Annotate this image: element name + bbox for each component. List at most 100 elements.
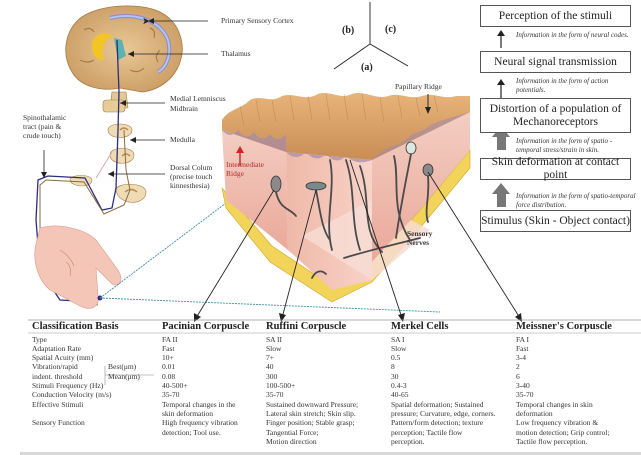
label-papillary-ridge: Papillary Ridge (395, 82, 442, 91)
label-thalamus: Thalamus (221, 49, 251, 58)
label-intermediate-ridge-line1: Intermediate (226, 160, 264, 169)
hand-illustration (34, 225, 122, 309)
table-cell-effective-stimuli: skin deformation (162, 408, 214, 418)
table-cell-sensory-function: perception; Tactile flow (391, 427, 463, 437)
table-cell: Fast (162, 343, 175, 353)
table-cell-effective-stimuli: deformation (516, 408, 553, 418)
table-cell-sensory-function: Tactile flow perception. (516, 436, 588, 446)
table-header-pacinian: Pacinian Corpuscle (162, 321, 250, 332)
table-cell: 40-500+ (162, 381, 188, 390)
table-cell: 40 (266, 362, 274, 372)
brain-arrowheads (41, 18, 154, 178)
brain-label-leaders (43, 17, 208, 176)
table-cell: 0.4-3 (391, 381, 407, 390)
label-medial-lemniscus: Medial Lemniscus (170, 94, 226, 103)
label-spinothalamic-line3: crude touch) (23, 131, 61, 140)
table-cell: 35-70 (162, 390, 180, 400)
label-medulla: Medulla (170, 135, 195, 144)
table-cell-sensory-function: perception. (391, 436, 425, 446)
table-row-label: indent. threshold (32, 371, 83, 381)
table-cell: 35-70 (516, 390, 534, 400)
table-cell-sensory-function: Pattern/form detection; texture (391, 418, 484, 428)
label-intermediate-ridge: Intermediate Ridge (226, 160, 264, 178)
table-header-classification: Classification Basis (32, 321, 119, 332)
table-cell: 300 (266, 371, 278, 381)
table-cell-effective-stimuli: pressure; Curvature, edge, corners. (391, 408, 496, 418)
table-cell-sensory-function: detection; Tool use. (162, 427, 221, 437)
label-spinothalamic-tract: Spinothalamic tract (pain & crude touch) (23, 113, 66, 140)
table-cell: FA II (162, 334, 178, 344)
table-row-sublabel: Best(μm) (108, 362, 137, 372)
table-cell: Fast (516, 343, 529, 353)
label-dorsal-column-line2: (precise touch (170, 172, 213, 181)
table-cell-effective-stimuli: Spatial deformation; Sustained (391, 399, 484, 409)
panel-label-b: (b) (342, 25, 355, 36)
table-row-label: Spatial Acuity (mm) (32, 353, 94, 363)
table-cell-sensory-function: Finger position; Stable grasp; (266, 418, 355, 428)
label-midbrain: Midbrain (170, 104, 198, 113)
flow-info-force-distribution: Information in the form of spatio-tempor… (516, 192, 636, 209)
label-dorsal-column: Dorsal Colum (precise touch kinnesthesia… (170, 163, 212, 190)
table-cell: 100-500+ (266, 381, 296, 390)
label-intermediate-ridge-line2: Ridge (226, 169, 244, 178)
flow-info-action-potentials: Information in the form of action potent… (516, 77, 609, 94)
table-row-label: Vibration/rapid (32, 362, 78, 372)
flow-box-distortion: Distortion of a population of Mechanorec… (480, 98, 631, 133)
table-bottom-bar (20, 452, 641, 455)
table-cell-effective-stimuli: Lateral skin stretch; Skin slip. (266, 408, 356, 418)
corpuscle-pointers (195, 159, 521, 319)
table-cell-sensory-function: Motion direction (266, 436, 317, 446)
table-header-ruffini: Ruffini Corpuscle (266, 321, 347, 332)
label-sensory-nerves-line1: Sensory (407, 229, 433, 238)
callout-line-lower (99, 297, 441, 313)
table-row-label: Adaptation Rate (32, 343, 81, 353)
table-cell: 30 (391, 371, 399, 381)
label-primary-sensory-cortex: Primary Sensory Cortex (221, 16, 294, 25)
table-cell: 3-4 (516, 353, 526, 363)
table-row-sublabel: Mean(μm) (108, 371, 140, 381)
label-spinothalamic-line2: tract (pain & (23, 122, 62, 131)
table-cell-effective-stimuli: Sustained downward Pressure; (266, 399, 359, 409)
table-cell-sensory-function: Low frequency vibration & (516, 418, 599, 428)
table-cell: 40-65 (391, 390, 409, 400)
label-sensory-nerves-line2: Nerves (407, 238, 430, 247)
table-cell: SA II (266, 334, 283, 344)
label-sensory-nerves: Sensory Nerves (407, 229, 432, 247)
table-cell-sensory-function: motion detection; Grip control; (516, 427, 610, 437)
table-row-label: Stimuli Frequency (Hz) (32, 381, 104, 390)
table-cell-sensory-function: Tangential Force; (266, 427, 319, 437)
skin-block-illustration (221, 93, 471, 303)
flow-box-stimulus: Stimulus (Skin - Object contact) (480, 210, 631, 232)
table-cell: 6 (516, 371, 520, 381)
flow-info-neural-codes: Information in the form of neural codes. (516, 31, 629, 39)
table-cell: 8 (391, 362, 395, 372)
callout-line-upper (99, 199, 231, 299)
table-header-merkel: Merkel Cells (391, 321, 449, 332)
table-cell: Slow (266, 343, 282, 353)
table-row-label: Conduction Velocity (m/s) (32, 390, 112, 400)
table-row-label: Type (32, 334, 47, 344)
label-spinothalamic-line1: Spinothalamic (23, 113, 67, 122)
panel-label-c: (c) (385, 24, 397, 35)
flow-info-stress-strain: Information in the form of spatio - temp… (516, 137, 613, 154)
table-cell: 3-40 (516, 381, 530, 390)
table-cell: 7+ (266, 353, 274, 363)
panel-label-a: (a) (361, 62, 373, 73)
table-cell-effective-stimuli: Temporal changes in skin (516, 399, 593, 409)
flow-box-perception: Perception of the stimuli (480, 5, 631, 27)
table-cell: 0.08 (162, 371, 176, 381)
table-cell: 2 (516, 362, 520, 372)
table-header-meissner: Meissner's Corpuscle (516, 321, 612, 332)
label-dorsal-column-line1: Dorsal Colum (170, 163, 213, 172)
flow-box-neural-transmission: Neural signal transmission (480, 51, 631, 73)
table-row-label-effective-stimuli: Effective Stimuli (32, 399, 84, 409)
table-cell-effective-stimuli: Temporal changes in the (162, 399, 236, 409)
table-cell: 10+ (162, 353, 174, 363)
flow-box-skin-deformation: Skin deformation at contact point (480, 156, 631, 181)
table-cell: SA I (391, 334, 405, 344)
table-cell-sensory-function: High frequency vibration (162, 418, 238, 428)
label-dorsal-column-line3: kinnesthesia) (170, 181, 210, 190)
table-cell: 0.01 (162, 362, 176, 372)
table-row-label-sensory-function: Sensory Function (32, 418, 85, 428)
